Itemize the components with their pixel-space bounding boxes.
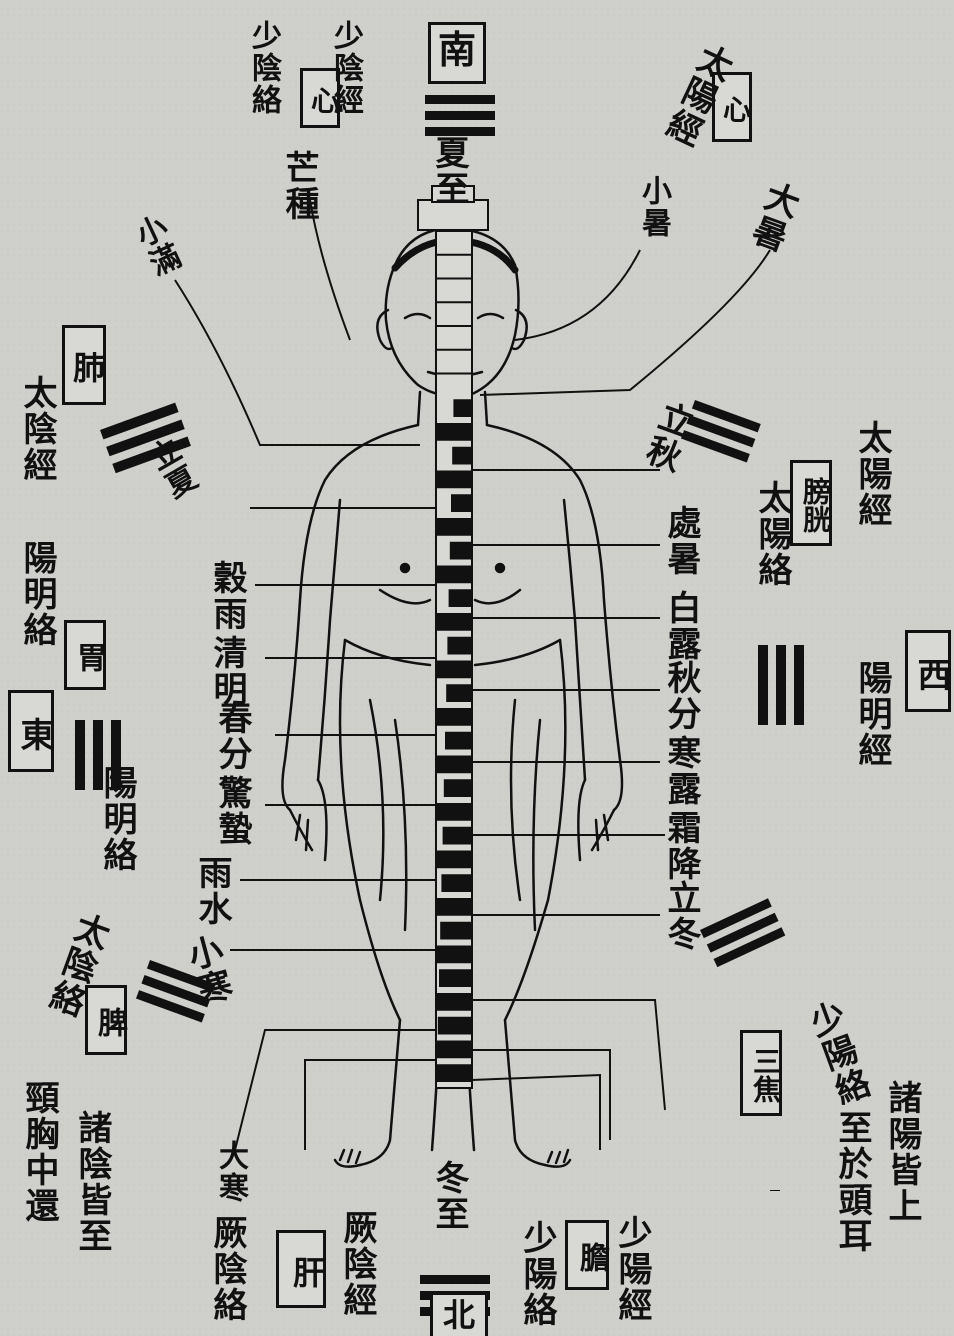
hexagram-bar xyxy=(436,851,472,869)
channel-taiyin-lung: 太陰經 xyxy=(20,375,54,483)
compass-east: 東 xyxy=(8,690,54,772)
hexagram-bar xyxy=(452,447,472,465)
channel-shaoyang-luo: 少陽絡 xyxy=(520,1220,554,1328)
hexagram-bar xyxy=(436,471,472,489)
note-yin-col1: 諸陰皆至 xyxy=(75,1110,109,1254)
solar-term-grain-in-ear: 芒種 xyxy=(282,150,316,222)
organ-box-spleen: 脾 xyxy=(85,985,127,1055)
solar-term-autumn-equinox: 秋分 xyxy=(664,660,698,732)
organ-box-triple-burner: 三焦 xyxy=(740,1030,782,1116)
channel-jueyin-jing: 厥陰經 xyxy=(340,1210,374,1318)
hexagram-bar xyxy=(439,969,472,987)
compass-south: 南 xyxy=(428,22,486,84)
organ-box-stomach: 胃 xyxy=(64,620,106,690)
compass-north: 北 xyxy=(430,1292,488,1336)
note-yang-col1: 諸陽皆上 xyxy=(885,1080,919,1224)
solar-term-clear-bright: 清明 xyxy=(210,635,244,707)
hexagram-bar xyxy=(449,589,472,607)
hexagram-bar xyxy=(436,1041,472,1059)
hexagram-bar xyxy=(436,661,472,679)
channel-jueyin-luo: 厥陰絡 xyxy=(210,1215,244,1323)
hexagram-bar xyxy=(438,1017,472,1035)
solar-term-great-cold: 大寒 xyxy=(215,1140,245,1204)
hexagram-bar xyxy=(436,254,472,256)
hexagram-bar xyxy=(436,423,472,441)
hexagram-bar xyxy=(451,494,472,512)
note-yin-col2: 頸胸中還 xyxy=(22,1080,56,1224)
solar-term-summer-solstice: 夏至 xyxy=(432,135,466,207)
hexagram-bar xyxy=(441,874,472,892)
hexagram-bar xyxy=(436,349,472,351)
solar-term-winter-solstice: 冬至 xyxy=(432,1160,466,1232)
solar-term-frost-descent: 霜降 xyxy=(664,810,698,882)
hexagram-bar xyxy=(444,779,472,797)
solar-term-grain-rain: 穀雨 xyxy=(210,560,244,632)
solar-term-lesser-heat: 小暑 xyxy=(638,175,668,239)
organ-box-gallbladder: 膽 xyxy=(565,1220,609,1290)
channel-yangming-jing: 陽明經 xyxy=(855,660,889,768)
hexagram-bar xyxy=(436,898,472,916)
hexagram-bar xyxy=(447,637,472,655)
hexagram-bar xyxy=(436,301,472,303)
channel-shaoyang-jing: 少陽經 xyxy=(615,1215,649,1323)
organ-box-bladder: 膀胱 xyxy=(790,460,832,546)
channel-shaoyin-heart: 少陰經 xyxy=(330,20,360,116)
solar-term-waking-insects: 驚蟄 xyxy=(215,775,249,847)
channel-yangming-luo: 陽明絡 xyxy=(20,540,54,648)
channel-taiyang-luo: 太陽絡 xyxy=(755,480,789,588)
hexagram-bar xyxy=(436,803,472,821)
hexagram-bar xyxy=(445,732,472,750)
hexagram-bar xyxy=(443,827,472,845)
note-yang-col2: 至於頭耳 xyxy=(835,1110,869,1254)
solar-term-white-dew: 白露 xyxy=(664,590,698,662)
solar-term-spring-equinox: 春分 xyxy=(215,700,249,772)
organ-box-liver: 肝 xyxy=(276,1230,326,1308)
channel-taiyang-bladder: 太陽經 xyxy=(855,420,889,528)
solar-term-cold-dew: 寒露 xyxy=(664,735,698,807)
hexagram-bar xyxy=(436,993,472,1011)
compass-west: 西 xyxy=(905,630,951,712)
solar-term-limit-heat: 處暑 xyxy=(664,505,698,577)
channel-yangming-luo-2: 陽明絡 xyxy=(100,765,134,873)
trigram-south xyxy=(425,95,495,136)
hexagram-bar xyxy=(437,1064,472,1082)
trigram-bottom-center xyxy=(770,1190,780,1191)
channel-shaoyin-luo: 少陰絡 xyxy=(248,20,278,116)
hexagram-bar xyxy=(436,278,472,280)
hexagram-bar xyxy=(436,946,472,964)
organ-box-lung: 肺 xyxy=(62,325,106,405)
solar-term-rain-water: 雨水 xyxy=(195,855,229,927)
hexagram-bar xyxy=(436,708,472,726)
hexagram-bar xyxy=(436,566,472,584)
hexagram-bar xyxy=(436,373,472,375)
solar-term-beginning-winter: 立冬 xyxy=(664,880,698,952)
hexagram-bar xyxy=(436,613,472,631)
hexagram-bar xyxy=(450,542,472,560)
hexagram-bar xyxy=(436,756,472,774)
hexagram-bar xyxy=(446,684,472,702)
right-nipple xyxy=(496,564,504,572)
hexagram-bar xyxy=(436,518,472,536)
hexagram-bar xyxy=(453,399,472,417)
hexagram-bar xyxy=(440,922,472,940)
trigram-west xyxy=(758,645,804,725)
hexagram-bar xyxy=(436,325,472,327)
left-nipple xyxy=(401,564,409,572)
